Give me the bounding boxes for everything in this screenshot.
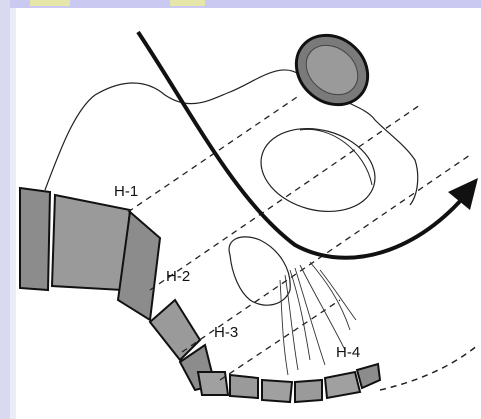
label-h3: H-3 bbox=[214, 324, 238, 341]
label-h1: H-1 bbox=[114, 183, 138, 200]
obturator-oval bbox=[252, 116, 385, 223]
arrow-head-icon bbox=[448, 178, 478, 210]
pubic-symphysis bbox=[282, 21, 381, 119]
label-h4: H-4 bbox=[336, 344, 360, 361]
sacrum-coccyx bbox=[20, 188, 380, 402]
pelvic-floor-arc bbox=[380, 345, 478, 390]
label-h2: H-2 bbox=[166, 268, 190, 285]
